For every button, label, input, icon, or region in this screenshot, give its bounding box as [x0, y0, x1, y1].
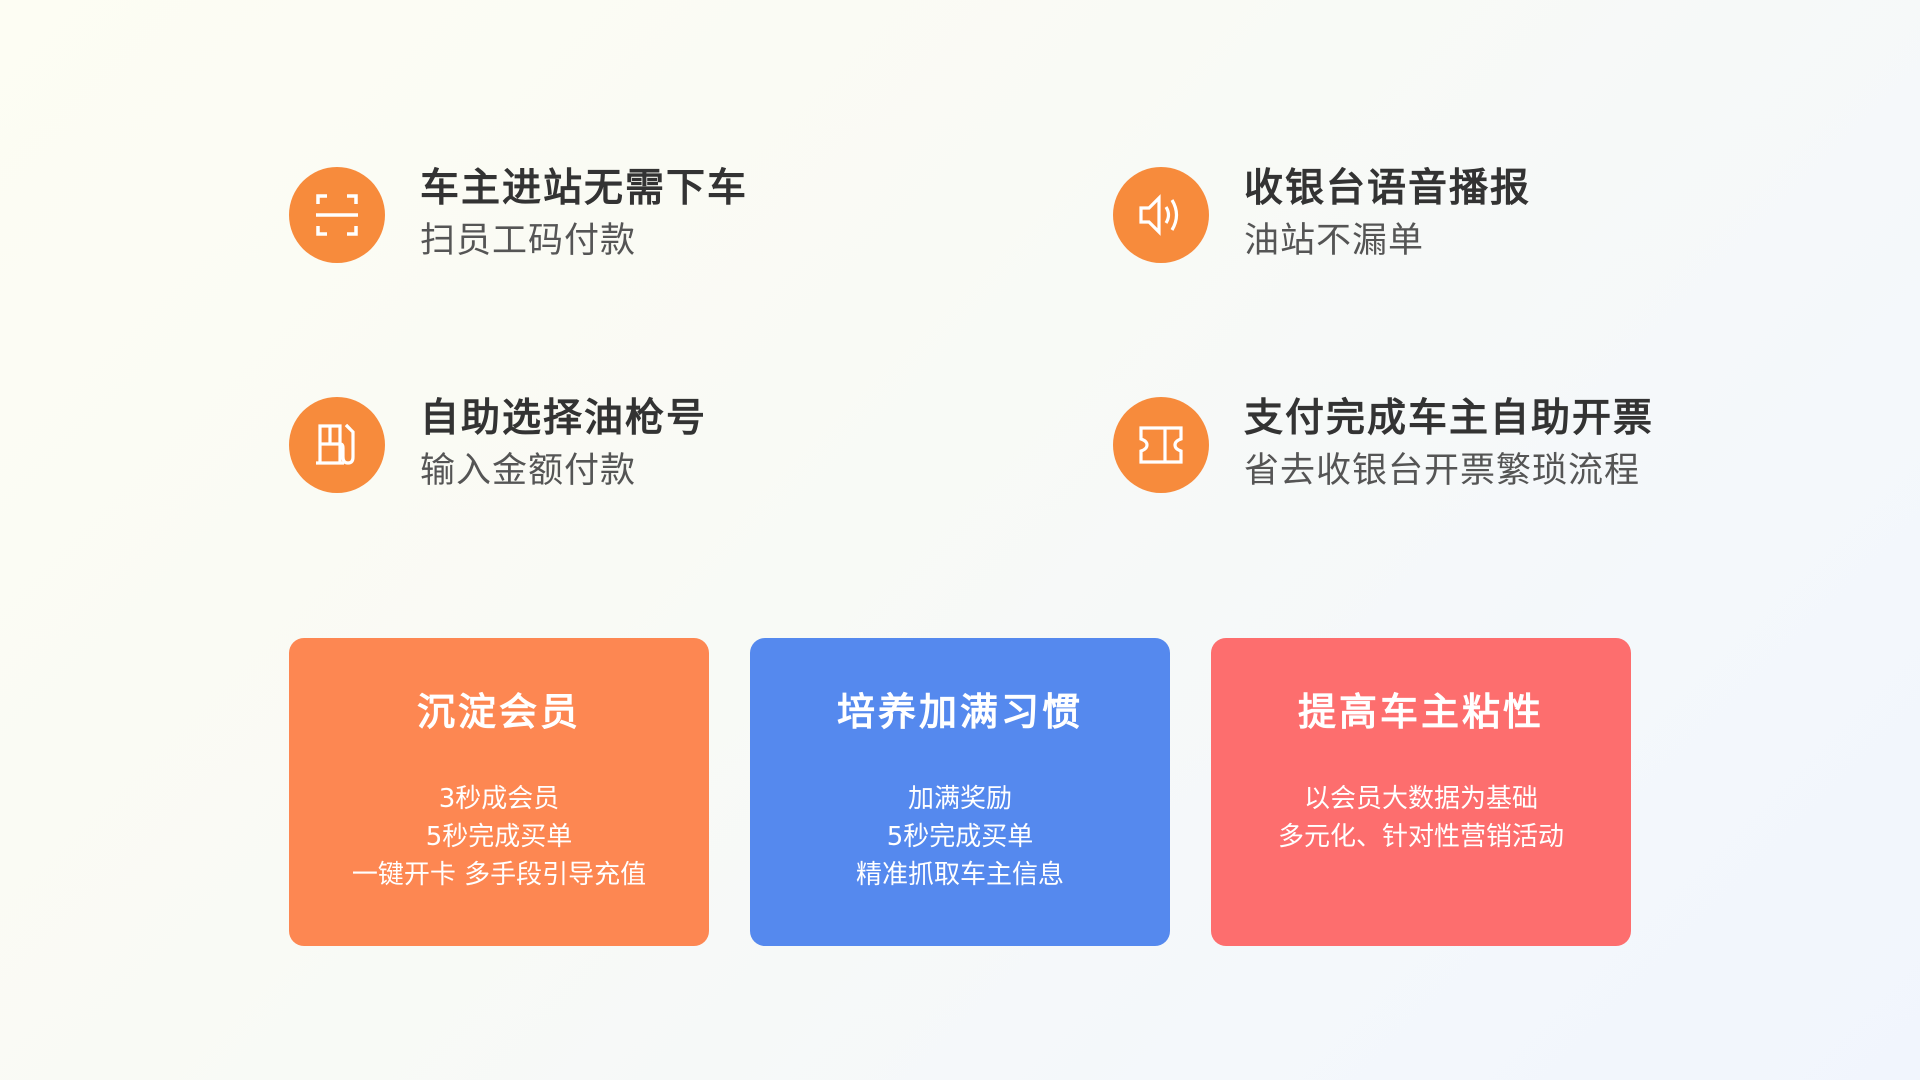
feature-subtitle: 油站不漏单 [1244, 221, 1425, 261]
card-lines: 以会员大数据为基础 多元化、针对性营销活动 [1211, 780, 1631, 856]
card-line: 以会员大数据为基础 [1303, 784, 1538, 814]
card-lines: 3秒成会员 5秒完成买单 一键开卡 多手段引导充值 [289, 780, 709, 894]
feature-item-self-select-pump: 自助选择油枪号 输入金额付款 [289, 394, 707, 496]
card-line: 5秒完成买单 [425, 822, 573, 852]
feature-title: 车主进站无需下车 [420, 166, 749, 211]
card-line: 精准抓取车主信息 [855, 860, 1064, 890]
card-fill-up-habit: 培养加满习惯 加满奖励 5秒完成买单 精准抓取车主信息 [750, 638, 1170, 946]
card-lines: 加满奖励 5秒完成买单 精准抓取车主信息 [750, 780, 1170, 894]
card-line: 一键开卡 多手段引导充值 [351, 860, 647, 890]
scan-icon [289, 167, 385, 263]
card-line: 加满奖励 [907, 784, 1012, 814]
feature-title: 支付完成车主自助开票 [1244, 396, 1655, 441]
feature-subtitle: 扫员工码付款 [420, 221, 637, 261]
card-line: 3秒成会员 [438, 784, 560, 814]
feature-item-scan-pay: 车主进站无需下车 扫员工码付款 [289, 164, 748, 266]
feature-title: 收银台语音播报 [1244, 166, 1532, 211]
card-title: 培养加满习惯 [836, 690, 1083, 734]
card-line: 5秒完成买单 [886, 822, 1034, 852]
fuel-pump-icon [289, 397, 385, 493]
card-line: 多元化、针对性营销活动 [1277, 822, 1564, 852]
card-stickiness: 提高车主粘性 以会员大数据为基础 多元化、针对性营销活动 [1211, 638, 1631, 946]
feature-item-voice-broadcast: 收银台语音播报 油站不漏单 [1113, 164, 1531, 266]
speaker-icon [1113, 167, 1209, 263]
card-title: 提高车主粘性 [1297, 690, 1544, 734]
feature-subtitle: 省去收银台开票繁琐流程 [1244, 451, 1641, 491]
card-title: 沉淀会员 [416, 690, 581, 734]
feature-title: 自助选择油枪号 [420, 396, 708, 441]
feature-subtitle: 输入金额付款 [420, 451, 637, 491]
card-membership: 沉淀会员 3秒成会员 5秒完成买单 一键开卡 多手段引导充值 [289, 638, 709, 946]
ticket-icon [1113, 397, 1209, 493]
feature-item-self-invoice: 支付完成车主自助开票 省去收银台开票繁琐流程 [1113, 394, 1654, 496]
